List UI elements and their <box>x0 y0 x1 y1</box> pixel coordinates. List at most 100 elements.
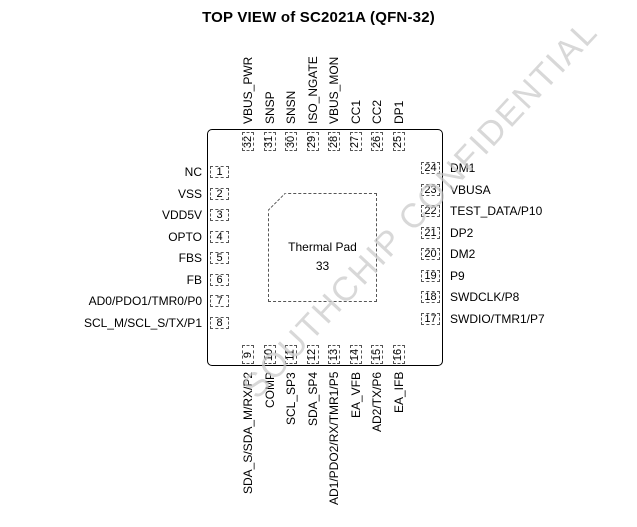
pin-number: 29 <box>306 135 319 148</box>
pin-29-label: ISO_NGATE <box>305 56 320 124</box>
pin-19-box: 19 <box>421 269 440 282</box>
pin-7-label: AD0/PDO1/TMR0/P0 <box>88 294 202 308</box>
pin-number: 18 <box>424 291 437 303</box>
pin-number: 30 <box>285 135 297 148</box>
pin-19-label: P9 <box>450 268 465 283</box>
pin-26-box: 26 <box>371 132 383 151</box>
pin-16-box: 16 <box>392 345 405 364</box>
pin-23-label: VBUSA <box>450 182 491 197</box>
pin-27-box: 27 <box>349 132 362 151</box>
thermal-pad-number: 33 <box>315 259 330 273</box>
pin-14-box: 14 <box>349 345 362 364</box>
pin-23-box: 23 <box>421 183 440 196</box>
pin-30-label: SNSN <box>284 90 298 124</box>
thermal-pad <box>268 193 377 302</box>
pin-number: 13 <box>328 348 340 361</box>
pin-number: 21 <box>424 226 437 239</box>
pin-9-label: SDA_S/SDA_M/RX/P2 <box>241 371 255 494</box>
pin-20-box: 20 <box>421 248 440 260</box>
pin-1-box: 1 <box>210 166 229 178</box>
pin-25-box: 25 <box>392 132 405 151</box>
pin-number: 31 <box>263 135 276 148</box>
pin-6-box: 6 <box>210 273 229 286</box>
pin-25-label: DP1 <box>391 100 406 124</box>
diagram-title: TOP VIEW of SC2021A (QFN-32) <box>202 9 435 26</box>
pin-20-label: DM2 <box>450 247 476 261</box>
pin-9-box: 9 <box>242 345 254 364</box>
pin-number: 7 <box>216 295 223 307</box>
pin-2-box: 2 <box>210 187 229 200</box>
pin-31-box: 31 <box>263 132 276 151</box>
pin-18-label: SWDCLK/P8 <box>450 290 520 304</box>
pin-21-box: 21 <box>421 226 440 239</box>
pin-number: 24 <box>424 162 437 174</box>
pin-24-label: DM1 <box>450 161 476 175</box>
pin-27-label: CC1 <box>348 99 363 124</box>
pin-number: 15 <box>371 348 383 361</box>
pin-32-label: VBUS_PWR <box>241 56 255 124</box>
pin-4-label: OPTO <box>168 229 202 244</box>
pin-8-box: 8 <box>210 316 229 329</box>
pin-31-label: SNSP <box>262 91 277 124</box>
pin-number: 14 <box>349 348 362 361</box>
pin-number: 1 <box>216 166 223 178</box>
thermal-pad-label: Thermal Pad <box>288 240 357 254</box>
pin-8-label: SCL_M/SCL_S/TX/P1 <box>83 315 202 330</box>
pin-28-label: VBUS_MON <box>327 56 341 124</box>
pin-number: 32 <box>242 135 254 148</box>
pin-number: 12 <box>306 348 319 361</box>
pin-number: 11 <box>285 348 298 361</box>
pin-number: 3 <box>216 209 223 221</box>
pin-16-label: EA_IFB <box>391 371 406 413</box>
pin-number: 28 <box>328 135 340 148</box>
pin-number: 6 <box>216 273 223 286</box>
chip-package-outline <box>207 129 443 366</box>
pin-number: 25 <box>392 135 405 148</box>
pin-number: 4 <box>216 230 223 243</box>
pin-18-box: 18 <box>421 291 440 303</box>
pin-number: 16 <box>392 348 405 361</box>
pin-14-label: EA_VFB <box>348 371 363 418</box>
pin-26-label: CC2 <box>370 99 384 124</box>
pin-28-box: 28 <box>328 132 340 151</box>
pin-3-box: 3 <box>210 209 229 221</box>
pin-22-box: 22 <box>421 205 440 217</box>
pin-5-label: FBS <box>178 251 202 265</box>
pin-number: 23 <box>424 183 437 196</box>
pin-number: 17 <box>424 312 437 325</box>
pin-2-label: VSS <box>177 186 202 201</box>
pin-22-label: TEST_DATA/P10 <box>450 204 543 218</box>
pin-15-label: AD2/TX/P6 <box>370 371 384 432</box>
pin-1-label: NC <box>184 165 202 179</box>
pin-5-box: 5 <box>210 252 229 264</box>
pin-13-label: AD1/PDO2/RX/TMR1/P5 <box>327 371 341 505</box>
pin-number: 8 <box>216 316 223 329</box>
pin-32-box: 32 <box>242 132 254 151</box>
pin-21-label: DP2 <box>450 225 474 240</box>
pin-17-label: SWDIO/TMR1/P7 <box>450 311 545 326</box>
pin-number: 2 <box>216 187 223 200</box>
pin-number: 19 <box>424 269 437 282</box>
pin-29-box: 29 <box>306 132 319 151</box>
pin-24-box: 24 <box>421 162 440 174</box>
pin-12-label: SDA_SP4 <box>305 371 320 426</box>
pin-11-label: SCL_SP3 <box>284 372 298 425</box>
pin1-chamfer-marker <box>268 193 286 211</box>
pin-10-label: COMP <box>262 372 277 408</box>
pin-15-box: 15 <box>371 345 383 364</box>
pin-11-box: 11 <box>285 345 297 364</box>
pin-number: 20 <box>424 248 437 260</box>
pin-number: 22 <box>424 205 437 217</box>
pin-13-box: 13 <box>328 345 340 364</box>
pin-number: 5 <box>216 252 223 264</box>
pin-10-box: 10 <box>263 345 276 364</box>
pin-17-box: 17 <box>421 312 440 325</box>
pin-number: 9 <box>242 351 254 358</box>
pin-6-label: FB <box>186 272 202 287</box>
pin-4-box: 4 <box>210 230 229 243</box>
pin-number: 27 <box>349 135 362 148</box>
pin-30-box: 30 <box>285 132 297 151</box>
pin-12-box: 12 <box>306 345 319 364</box>
pin-3-label: VDD5V <box>161 208 202 222</box>
pin-number: 26 <box>371 135 383 148</box>
